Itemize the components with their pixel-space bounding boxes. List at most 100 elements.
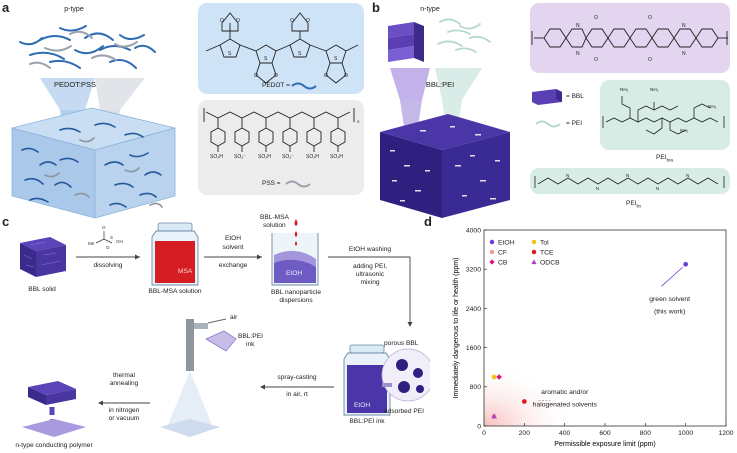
bbl-msa-drop-label-2: solution: [263, 222, 286, 229]
pei-lin-subscript: lin: [636, 203, 641, 209]
pss-so3m-1: SO₃⁻: [234, 154, 246, 160]
pei-bra-structure-box: [600, 80, 730, 150]
wash-label-1: EtOH washing: [348, 246, 392, 253]
wash-label-4: mixing: [360, 279, 380, 286]
pedot-key-label: PEDOT =: [262, 82, 290, 89]
etoh-exchange-label-1: EtOH: [224, 235, 242, 242]
pss-so3h-3: SO₃H: [306, 154, 319, 160]
y-tick-label: 2400: [466, 306, 481, 313]
y-tick-label: 0: [477, 423, 481, 430]
svg-text:O: O: [306, 18, 310, 24]
spray-label-2: in air, rt: [286, 391, 308, 398]
svg-text:S: S: [264, 56, 268, 62]
legend-marker-tce: [531, 249, 537, 255]
etoh-flask-label: EtOH: [286, 270, 303, 277]
air-label: air: [230, 314, 238, 321]
msa-label: MSA: [178, 268, 193, 275]
pei-lin-label: PEIlin: [626, 200, 641, 209]
svg-text:O: O: [106, 245, 110, 250]
legend-marker-tol: [531, 239, 537, 245]
ink-label-2: ink: [246, 341, 255, 348]
svg-text:O: O: [290, 18, 294, 24]
bbl-slab-icon: [532, 89, 562, 105]
panel-letter-d: d: [424, 214, 432, 229]
x-tick-label: 800: [640, 430, 652, 437]
point-tce: [521, 399, 527, 404]
pei-fiber-icon: [535, 120, 561, 128]
svg-text:S: S: [228, 51, 232, 57]
svg-text:N: N: [566, 173, 569, 178]
svg-text:N: N: [576, 51, 580, 57]
pei-bra-subscript: bra: [666, 157, 673, 163]
svg-text:N: N: [682, 51, 686, 57]
svg-text:S: S: [334, 56, 338, 62]
x-tick-label: 1200: [718, 430, 733, 437]
y-tick-label: 4000: [466, 227, 481, 234]
point-tol: [491, 374, 497, 380]
bbl-pei-illustration: [380, 18, 510, 218]
svg-text:N: N: [596, 186, 599, 191]
etoh-exchange-label-2: solvent: [222, 244, 244, 251]
svg-text:O: O: [274, 73, 278, 79]
svg-text:O: O: [220, 18, 224, 24]
bbl-msa-solution-label: BBL-MSA solution: [148, 288, 202, 295]
bbl-nano-label-1: BBL nanoparticle: [271, 289, 321, 296]
point-cb: [496, 374, 502, 380]
adsorbed-pei-label: adsorbed PEI: [384, 408, 424, 415]
svg-text:O: O: [594, 15, 598, 21]
anneal-label-4: or vacuum: [108, 415, 140, 422]
pei-key-label: = PEI: [566, 120, 583, 127]
bbl-pei-label: BBL:PEI: [425, 80, 455, 89]
ink-label-1: BBL:PEI: [238, 333, 263, 340]
chart-annotation: (this work): [654, 308, 685, 315]
y-tick-label: 3200: [466, 267, 481, 274]
pss-fiber-icon: [285, 180, 311, 188]
x-tick-label: 400: [559, 430, 571, 437]
svg-text:O: O: [594, 57, 598, 63]
x-axis-label: Permissible exposure limit (ppm): [554, 441, 656, 448]
y-tick-label: 800: [470, 384, 482, 391]
y-axis-label: Immediately dangerous to life or health …: [453, 258, 460, 399]
ptype-label: p-type: [64, 6, 84, 13]
pedot-fiber-icon: [291, 82, 317, 90]
ntype-label: n-type: [420, 6, 440, 13]
svg-text:O: O: [254, 73, 258, 79]
svg-text:N: N: [656, 186, 659, 191]
legend-marker-cb: [489, 259, 495, 265]
wash-label-3: ultrasonic: [355, 271, 385, 278]
legend-label-odcb: ODCB: [540, 259, 560, 266]
pss-so3h-2: SO₃H: [258, 154, 271, 160]
pss-n-subscript: n: [357, 119, 360, 124]
svg-text:O: O: [102, 225, 106, 230]
legend-label-cf: CF: [498, 249, 507, 256]
pei-nh2-4: NH₂: [680, 128, 689, 133]
pss-key-label: PSS =: [262, 180, 281, 187]
bbl-solid-label: BBL solid: [28, 286, 56, 293]
x-tick-label: 600: [599, 430, 611, 437]
pss-so3m-2: SO₃⁻: [282, 154, 294, 160]
svg-text:S: S: [110, 235, 113, 240]
pss-structure: [203, 108, 355, 152]
bbl-nano-label-2: dispersions: [279, 297, 313, 304]
point-odcb: [491, 413, 497, 419]
pss-so3h-4: SO₃H: [330, 154, 343, 160]
pedot-pss-label: PEDOT:PSS: [53, 80, 97, 89]
pei-bra-structure: [602, 96, 725, 135]
pei-nh2-3: NH₂: [708, 104, 717, 109]
spray-label-1: spray-casting: [277, 374, 317, 381]
panel-letter-c: c: [2, 214, 10, 229]
legend-label-tol: Tol: [540, 239, 549, 246]
anneal-label-1: thermal: [113, 372, 135, 379]
svg-text:N: N: [682, 23, 686, 29]
porous-bbl-label: porous BBL: [384, 340, 419, 347]
panel-letter-a: a: [2, 0, 10, 15]
etoh-ink-label: EtOH: [354, 402, 371, 409]
svg-text:N: N: [626, 173, 629, 178]
chart-annotation: green solvent: [649, 296, 690, 303]
legend-marker-cf: [489, 249, 495, 255]
ntype-polymer-label: n-type conducting polymer: [15, 442, 93, 449]
svg-text:OH: OH: [116, 239, 123, 244]
legend-label-tce: TCE: [540, 249, 554, 256]
